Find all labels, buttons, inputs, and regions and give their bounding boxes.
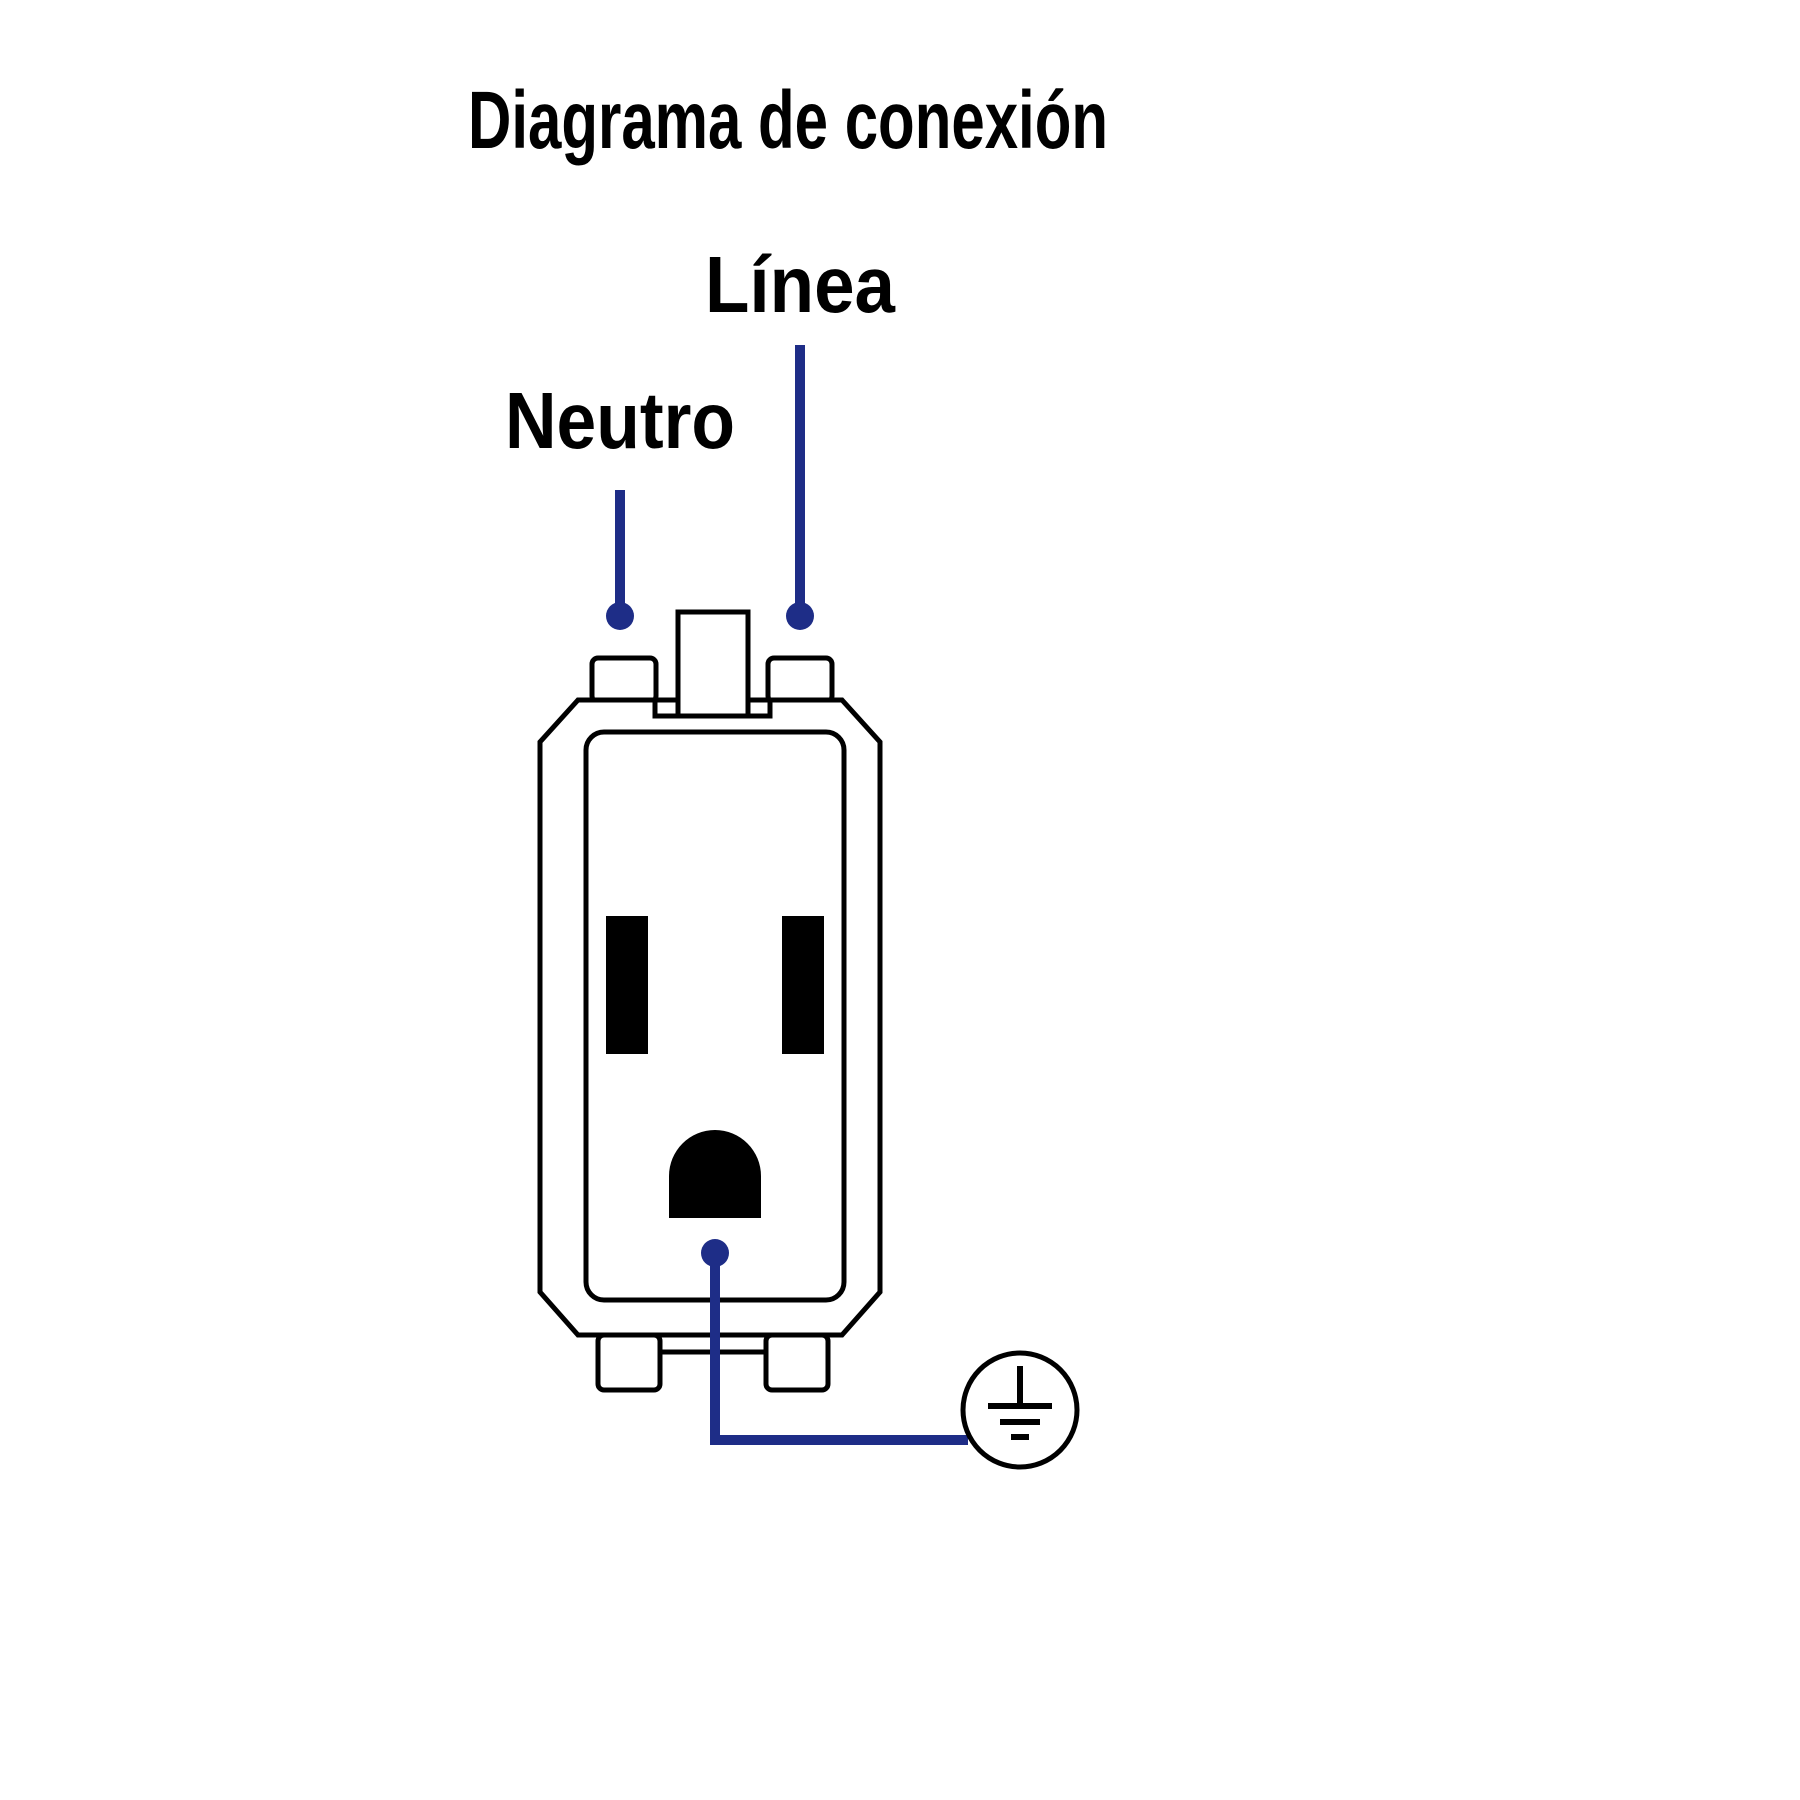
label-neutro: Neutro [505,376,735,465]
page-title: Diagrama de conexión [468,75,1108,166]
outlet-screw-tab-top-right [765,655,835,705]
label-linea: Línea [705,240,895,329]
outlet-slot-line [782,916,824,1054]
ground-symbol-circle [960,1350,1080,1470]
outlet-screw-tab-bottom-left [595,1332,663,1393]
outlet-screw-tab-bottom-right [763,1332,831,1393]
wire-line-dot [786,602,814,630]
outlet-screw-tab-top-left [589,655,659,705]
outlet-slot-neutral [606,916,648,1054]
outlet-ground-hole [669,1130,761,1218]
ground-symbol [960,1350,1080,1470]
wire-neutral-dot [606,602,634,630]
wire-ground [710,1253,968,1445]
outlet-tab-top-center-face [675,609,751,719]
